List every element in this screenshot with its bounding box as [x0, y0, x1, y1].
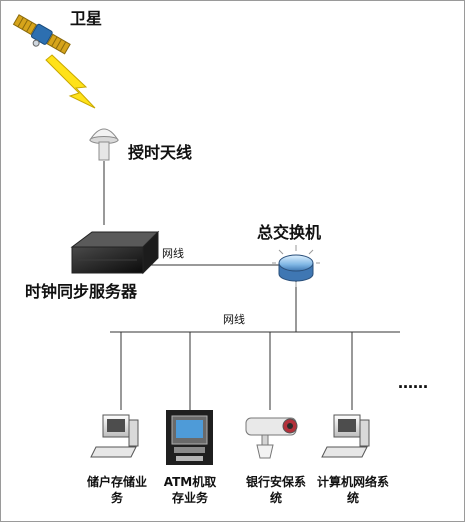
lightning-signal-icon [45, 54, 96, 109]
pc-icon-2 [321, 414, 370, 458]
antenna-icon [89, 128, 119, 161]
core-switch-icon [272, 245, 320, 287]
bus-cable-label: 网线 [223, 313, 245, 326]
clock-server-icon [70, 230, 160, 275]
security-camera-icon [245, 417, 298, 459]
satellite-label: 卫星 [70, 9, 103, 28]
device-label-network: 计算机网络系统 [316, 475, 389, 505]
device-label-deposit: 储户存储业务 [86, 475, 147, 505]
more-devices-ellipsis: …… [398, 374, 428, 392]
core-switch-label: 总交换机 [257, 223, 322, 242]
server-switch-cable-label: 网线 [162, 247, 184, 260]
satellite-icon [12, 14, 71, 55]
antenna-label: 授时天线 [128, 143, 193, 162]
connection-lines [103, 161, 400, 410]
pc-icon [90, 414, 139, 458]
atm-icon [166, 410, 213, 465]
device-label-atm: ATM机取存业务 [163, 475, 217, 505]
clock-server-label: 时钟同步服务器 [25, 282, 138, 301]
device-label-security: 银行安保系统 [245, 475, 306, 505]
